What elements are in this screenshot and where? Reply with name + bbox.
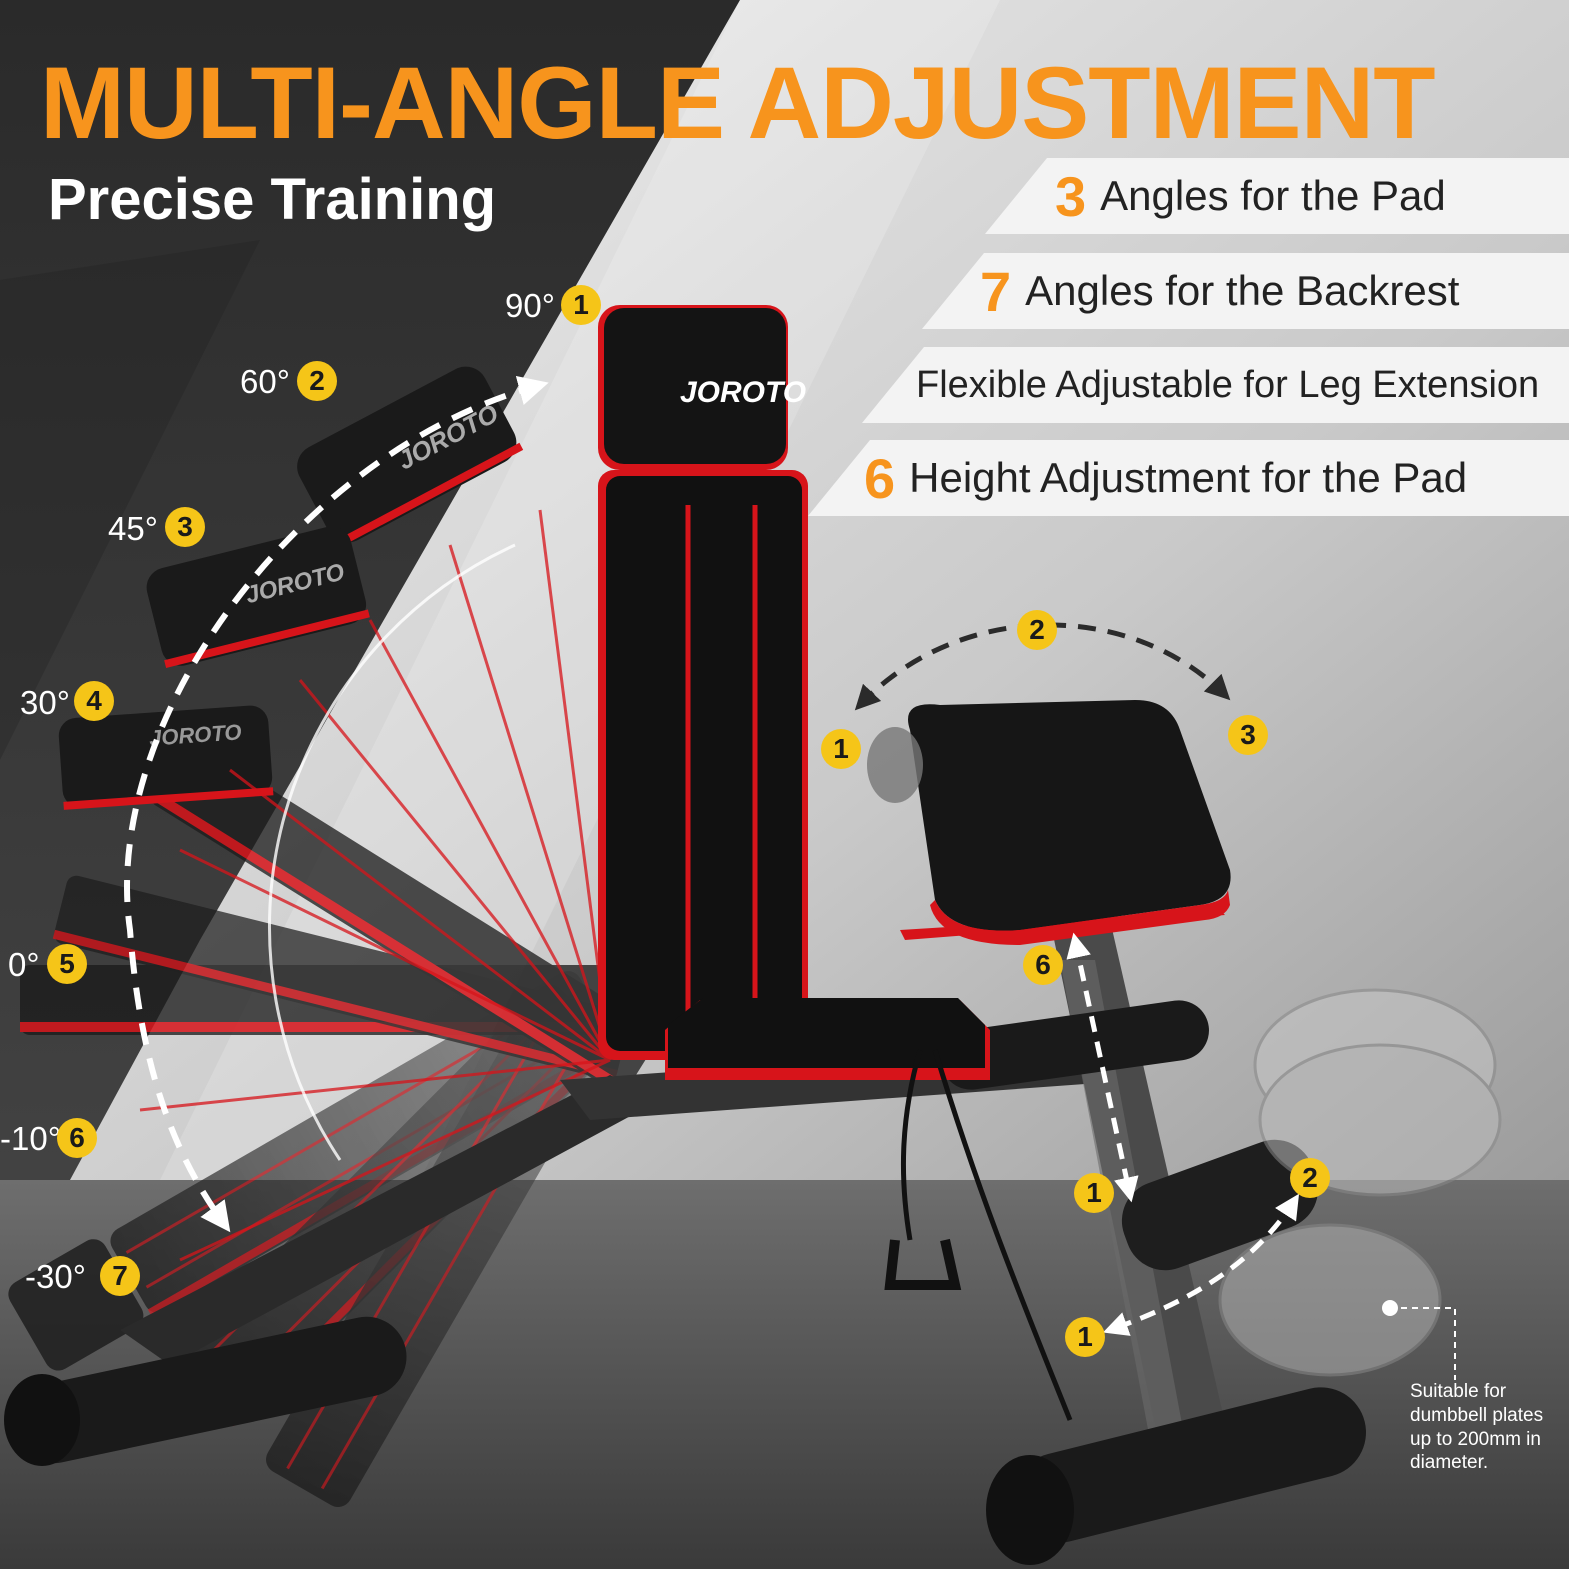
pad-angle-badge: 1 — [821, 729, 861, 769]
shadow-left — [0, 240, 260, 760]
angle-label: 30° — [20, 684, 70, 721]
feature-text: Height Adjustment for the Pad — [909, 454, 1468, 501]
main-backrest — [598, 470, 808, 1060]
leg-extension-badge: 1 — [1065, 1317, 1105, 1357]
caption-line: diameter. — [1410, 1452, 1489, 1474]
plate-size-caption: Suitable for dumbbell plates up to 200mm… — [1410, 1380, 1560, 1475]
pad-angle-badge: 2 — [1017, 610, 1057, 650]
number-badge: 5 — [47, 944, 87, 984]
feature-number: 7 — [980, 259, 1012, 323]
caption-line: up to 200mm in — [1410, 1428, 1541, 1450]
number-badge: 3 — [165, 507, 205, 547]
number-badge: 7 — [100, 1256, 140, 1296]
main-headrest: JOROTO — [598, 305, 806, 470]
pad-height-badge: 1 — [1074, 1173, 1114, 1213]
seat — [665, 998, 990, 1080]
page-title: MULTI-ANGLE ADJUSTMENT — [40, 46, 1436, 160]
angle-label: -10° — [0, 1120, 61, 1157]
backrest-angle-arrow — [124, 376, 549, 1233]
feature-number: 6 — [864, 446, 896, 510]
brand-logo: JOROTO — [680, 376, 806, 409]
feature-number: 3 — [1055, 164, 1087, 228]
number-badge: 4 — [74, 681, 114, 721]
feature-leg-extension: Flexible Adjustable for Leg Extension — [862, 347, 1569, 423]
angle-label: -30° — [25, 1258, 86, 1295]
angle-label: 45° — [108, 510, 158, 547]
caption-pointer-line — [1390, 1307, 1456, 1380]
angle-label: 60° — [240, 363, 290, 400]
feature-text: Angles for the Pad — [1100, 172, 1446, 219]
leg-extension-badge: 2 — [1290, 1158, 1330, 1198]
resistance-band — [884, 1049, 1073, 1421]
number-badge: 2 — [297, 361, 337, 401]
angle-label: 0° — [8, 946, 40, 983]
pad-height-badge: 6 — [1023, 945, 1063, 985]
caption-line: dumbbell plates — [1410, 1404, 1544, 1426]
number-badge: 6 — [57, 1118, 97, 1158]
pad-height-arrow — [1066, 932, 1139, 1203]
leg-extension-arrow — [1102, 1193, 1300, 1336]
feature-pad-angles: 3 Angles for the Pad — [985, 158, 1569, 234]
preacher-pad — [867, 700, 1231, 945]
feature-text: Angles for the Backrest — [1025, 267, 1460, 314]
number-badge: 1 — [561, 285, 601, 325]
caption-line: Suitable for — [1410, 1381, 1507, 1402]
angle-label: 90° — [505, 287, 555, 324]
pad-angle-badge: 3 — [1228, 715, 1268, 755]
feature-text: Flexible Adjustable for Leg Extension — [916, 363, 1540, 406]
feature-backrest-angles: 7 Angles for the Backrest — [922, 253, 1569, 329]
feature-pad-height: 6 Height Adjustment for the Pad — [808, 440, 1569, 516]
page-subtitle: Precise Training — [48, 167, 497, 232]
